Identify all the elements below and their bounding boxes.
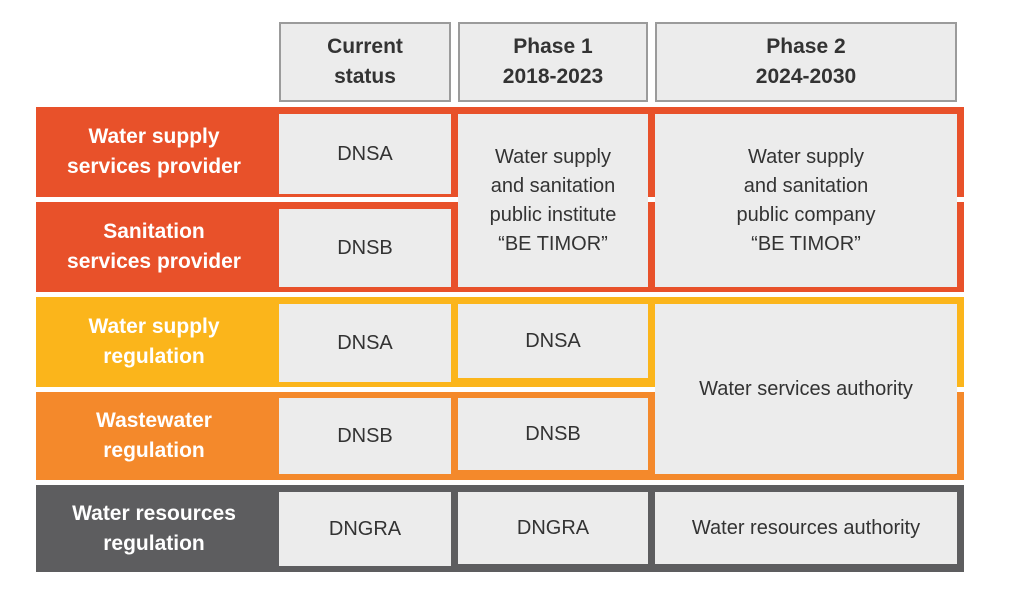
header-current-status: Current status [279,22,451,102]
row-label-water-supply-regulation: Water supply regulation [88,315,220,368]
cell-phase2-water-resources-regulation: Water resources authority [655,492,957,564]
cell-current-water-supply-provider: DNSA [279,114,451,194]
row-label-sanitation-provider: Sanitation services provider [67,220,241,273]
cell-current-water-resources-regulation: DNGRA [279,492,451,566]
cell-phase1-wastewater-regulation: DNSB [458,398,648,470]
header-phase-2: Phase 2 2024-2030 [655,22,957,102]
row-label-water-supply-provider: Water supply services provider [67,125,241,178]
cell-phase1-providers: Water supply and sanitation public insti… [458,114,648,287]
cell-current-water-supply-regulation: DNSA [279,304,451,382]
header-phase-1: Phase 1 2018-2023 [458,22,648,102]
cell-current-wastewater-regulation: DNSB [279,398,451,474]
row-label-water-resources-regulation: Water resources regulation [72,501,236,555]
cell-phase1-water-supply-regulation: DNSA [458,304,648,378]
row-label-wastewater-regulation: Wastewater regulation [96,409,212,462]
cell-phase2-providers: Water supply and sanitation public compa… [655,114,957,287]
cell-phase2-regulation: Water services authority [655,304,957,474]
cell-current-sanitation-provider: DNSB [279,209,451,287]
cell-phase1-water-resources-regulation: DNGRA [458,492,648,564]
